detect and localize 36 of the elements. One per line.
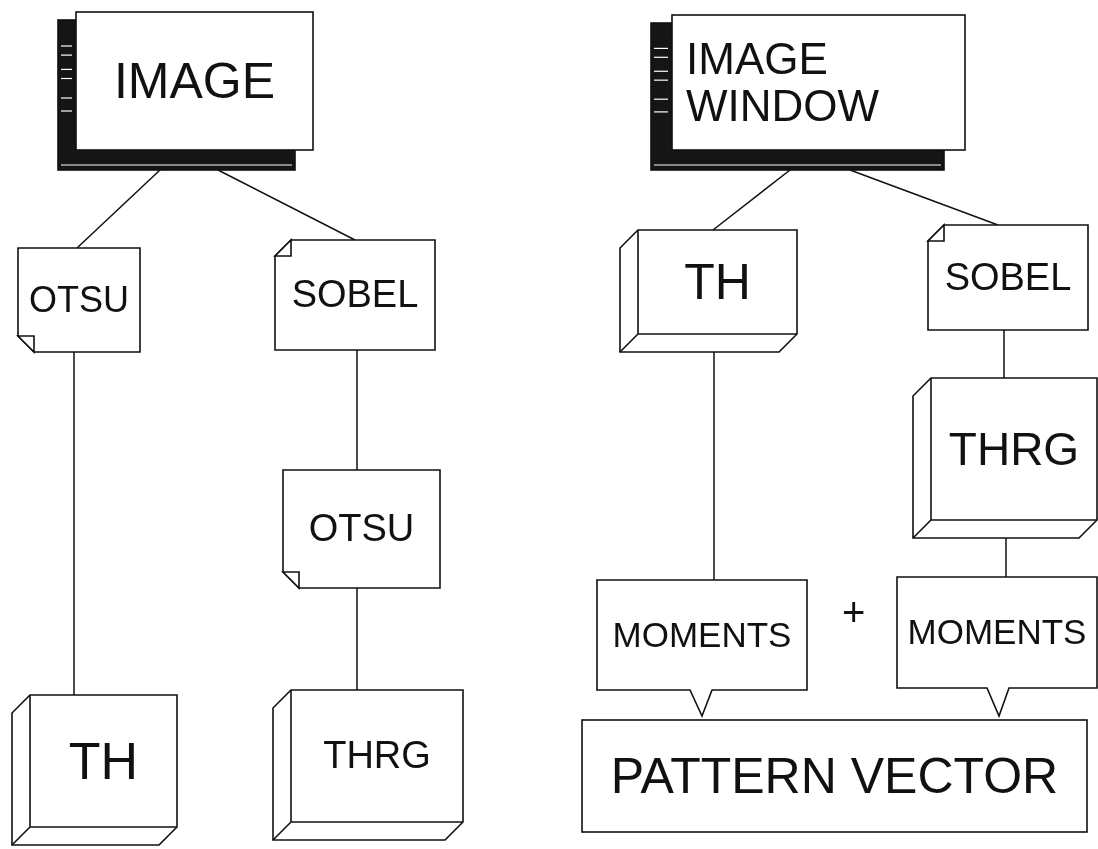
connector-line [1003,329,1005,379]
node-label: MOMENTS [907,614,1087,651]
callout-box [897,577,1097,716]
connector-line [712,169,791,231]
node-label: SOBEL [291,275,419,315]
block-box [620,230,797,352]
process-box [582,720,1087,832]
node-label: SOBEL [944,257,1072,298]
connector-line [1005,537,1007,578]
note-box [18,248,140,352]
connector-line [356,587,358,691]
callout-box [597,580,807,716]
block-box [12,695,177,845]
connector-line [73,351,75,696]
node-label: TH [68,733,139,789]
node-label: THRG [323,736,431,776]
node-label: TH [684,255,751,309]
note-box [275,240,435,350]
node-label: OTSU [29,281,129,319]
window-box [58,12,313,170]
window-box [651,15,965,170]
connector-line [217,169,356,241]
block-box [913,378,1097,538]
connector-line [76,169,161,249]
node-label: PATTERN VECTOR [610,749,1059,803]
connector-line [713,351,715,581]
note-box [283,470,440,588]
plus-sign: + [842,590,866,635]
note-box [928,225,1088,330]
block-box [273,690,463,840]
connector-line [356,349,358,471]
node-label: IMAGE [113,54,276,108]
node-label: MOMENTS [612,616,792,654]
node-label: IMAGE WINDOW [686,36,881,129]
node-label: OTSU [308,509,415,549]
node-label: THRG [948,424,1080,474]
